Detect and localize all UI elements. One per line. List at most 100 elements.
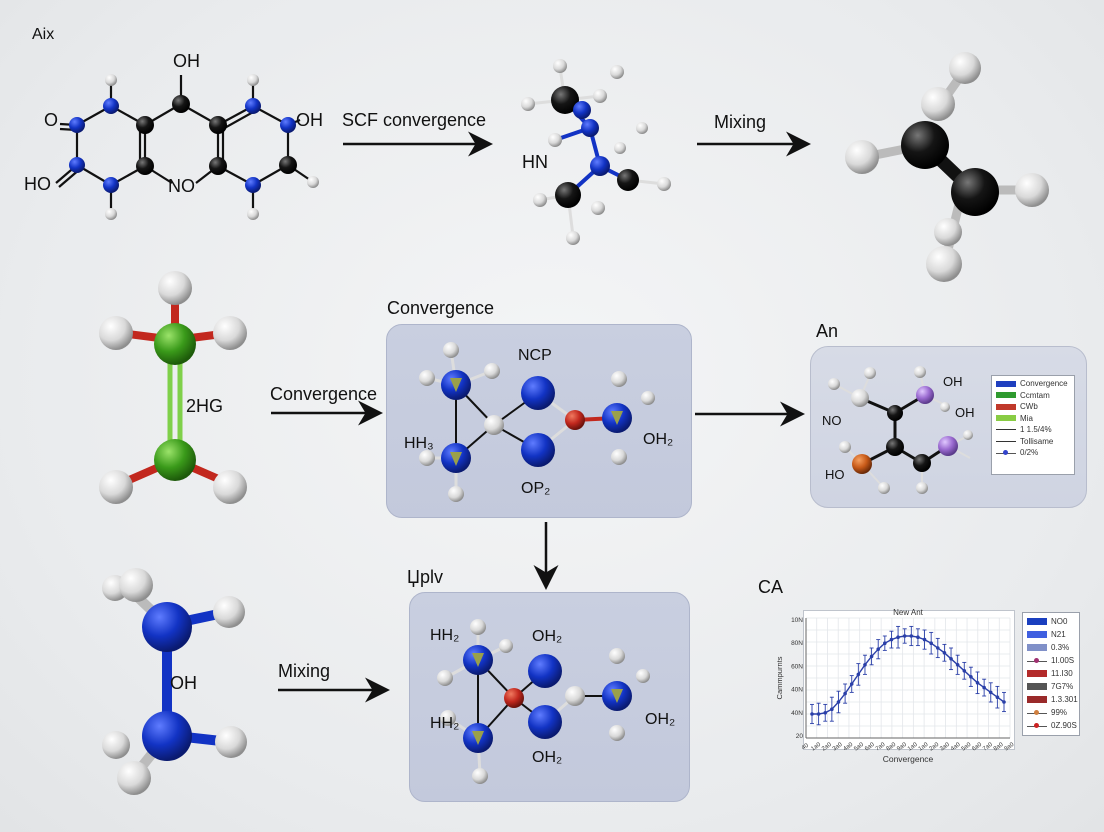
legend-label: 1 1.5/4% (1020, 425, 1052, 435)
legend-label: 0Z.90S (1051, 721, 1077, 730)
data-point (988, 690, 993, 695)
ca-legend-entry: 0Z.90S (1023, 719, 1079, 732)
atom-label: OH₂ (643, 431, 674, 448)
x-tick-label: 1a0 (810, 741, 822, 752)
legend-swatch (996, 403, 1016, 410)
atom-label: OH₂ (532, 628, 563, 645)
uplv-panel-title: Џplv (407, 567, 443, 587)
mixing-bottom-label: Mixing (278, 661, 331, 681)
data-point (942, 651, 947, 655)
molecule-3 (845, 52, 1049, 282)
legend-label: 11.I30 (1051, 669, 1073, 678)
legend-label: 1.3.301 (1051, 695, 1078, 704)
ca-title: CA (758, 577, 784, 597)
data-point (896, 635, 900, 639)
atom-label: OH (296, 110, 323, 130)
x-tick-label: 6a0 (864, 741, 876, 752)
atom-label: OH₂ (645, 711, 676, 728)
atom-label: NCР (518, 347, 552, 364)
green-molecule (99, 271, 247, 504)
legend-label: 99% (1051, 708, 1068, 717)
atom-label: OP₂ (521, 480, 551, 497)
molecule-1-atoms (69, 74, 319, 220)
legend-swatch (996, 440, 1016, 442)
ca-legend-entry: 11.I30 (1023, 667, 1079, 680)
legend-swatch (996, 415, 1016, 422)
convergence-panel-molecule (419, 342, 655, 502)
title-aix: Aix (32, 26, 55, 43)
y-tick-label: 20 (796, 733, 804, 740)
data-point (955, 663, 960, 667)
atom-label: OH (943, 374, 963, 389)
x-tick-label: 8a0 (885, 741, 897, 752)
ca-legend-entry: 7G7% (1023, 680, 1079, 693)
x-tick-label: 7a0 (982, 741, 994, 752)
legend-swatch (1027, 709, 1047, 716)
y-tick-label: 60N (791, 663, 803, 670)
x-tick-label: 5a0 (961, 741, 973, 752)
convergence-panel (386, 324, 692, 518)
an-panel-molecule (828, 366, 973, 494)
data-point (883, 641, 887, 645)
data-point (982, 685, 986, 690)
x-tick-label: 3a0 (832, 741, 844, 752)
ca-legend-entry: 1I.00S (1023, 654, 1079, 667)
x-tick-label: 40 (801, 742, 810, 751)
data-point (889, 637, 894, 642)
data-point (902, 634, 907, 638)
legend-label: NO0 (1051, 617, 1068, 626)
x-tick-label: 4a0 (843, 741, 855, 752)
uplv-panel-molecule (437, 619, 650, 784)
x-tick-label: 1a0 (907, 741, 919, 752)
atom-label: OH₂ (532, 749, 563, 766)
data-point (909, 634, 914, 638)
atom-label: HO (825, 467, 845, 482)
data-point (995, 695, 1000, 699)
atom-label: NO (168, 176, 195, 196)
data-point (969, 675, 973, 679)
y-tick-label: 40N (791, 710, 803, 717)
atom-label: O (44, 110, 59, 130)
ca-legend-entry: 0.3% (1023, 641, 1079, 654)
data-point (929, 641, 933, 645)
x-tick-label: 3a0 (939, 741, 951, 752)
legend-swatch (1027, 644, 1047, 651)
ca-legend-entry: NO0 (1023, 615, 1079, 628)
y-tick-label: 80N (791, 640, 803, 647)
legend-label: CWb (1020, 402, 1038, 412)
legend-swatch (1027, 696, 1047, 703)
an-legend-entry: Ccmtam (992, 390, 1074, 402)
atom-label: HH₂ (430, 627, 460, 644)
y-tick-label: 10N (791, 617, 803, 624)
x-tick-label: 9a0 (1004, 741, 1016, 752)
legend-label: 1I.00S (1051, 656, 1075, 665)
atom-label: HO (24, 174, 51, 194)
ca-legend-entry: 99% (1023, 706, 1079, 719)
y-axis-label: Cammpurnts (775, 656, 784, 699)
molecule-2 (521, 59, 671, 245)
legend-label: Ccmtam (1020, 390, 1050, 400)
blue-left-molecule (102, 568, 247, 795)
data-point (830, 707, 834, 711)
x-tick-label: 7a0 (875, 741, 887, 752)
an-legend-entry: CWb (992, 401, 1074, 413)
atom-label: 2HG (186, 396, 224, 416)
legend-swatch (1027, 683, 1047, 690)
data-point (843, 691, 847, 696)
data-point (935, 646, 940, 650)
atom-label: OH (173, 51, 200, 71)
legend-swatch (1027, 722, 1047, 729)
legend-swatch (996, 392, 1016, 399)
an-legend-entry: Convergence (992, 378, 1074, 390)
x-tick-label: 9a0 (896, 741, 908, 752)
convergence-arrow-label: Convergence (270, 384, 378, 404)
legend-swatch (996, 429, 1016, 431)
x-axis-label: Convergence (883, 754, 934, 764)
data-point (869, 654, 874, 659)
chart-title: New Ant (893, 608, 924, 617)
atom-label: OH (955, 405, 975, 420)
x-tick-label: 5a0 (853, 741, 865, 752)
atom-label: OH (170, 673, 197, 693)
